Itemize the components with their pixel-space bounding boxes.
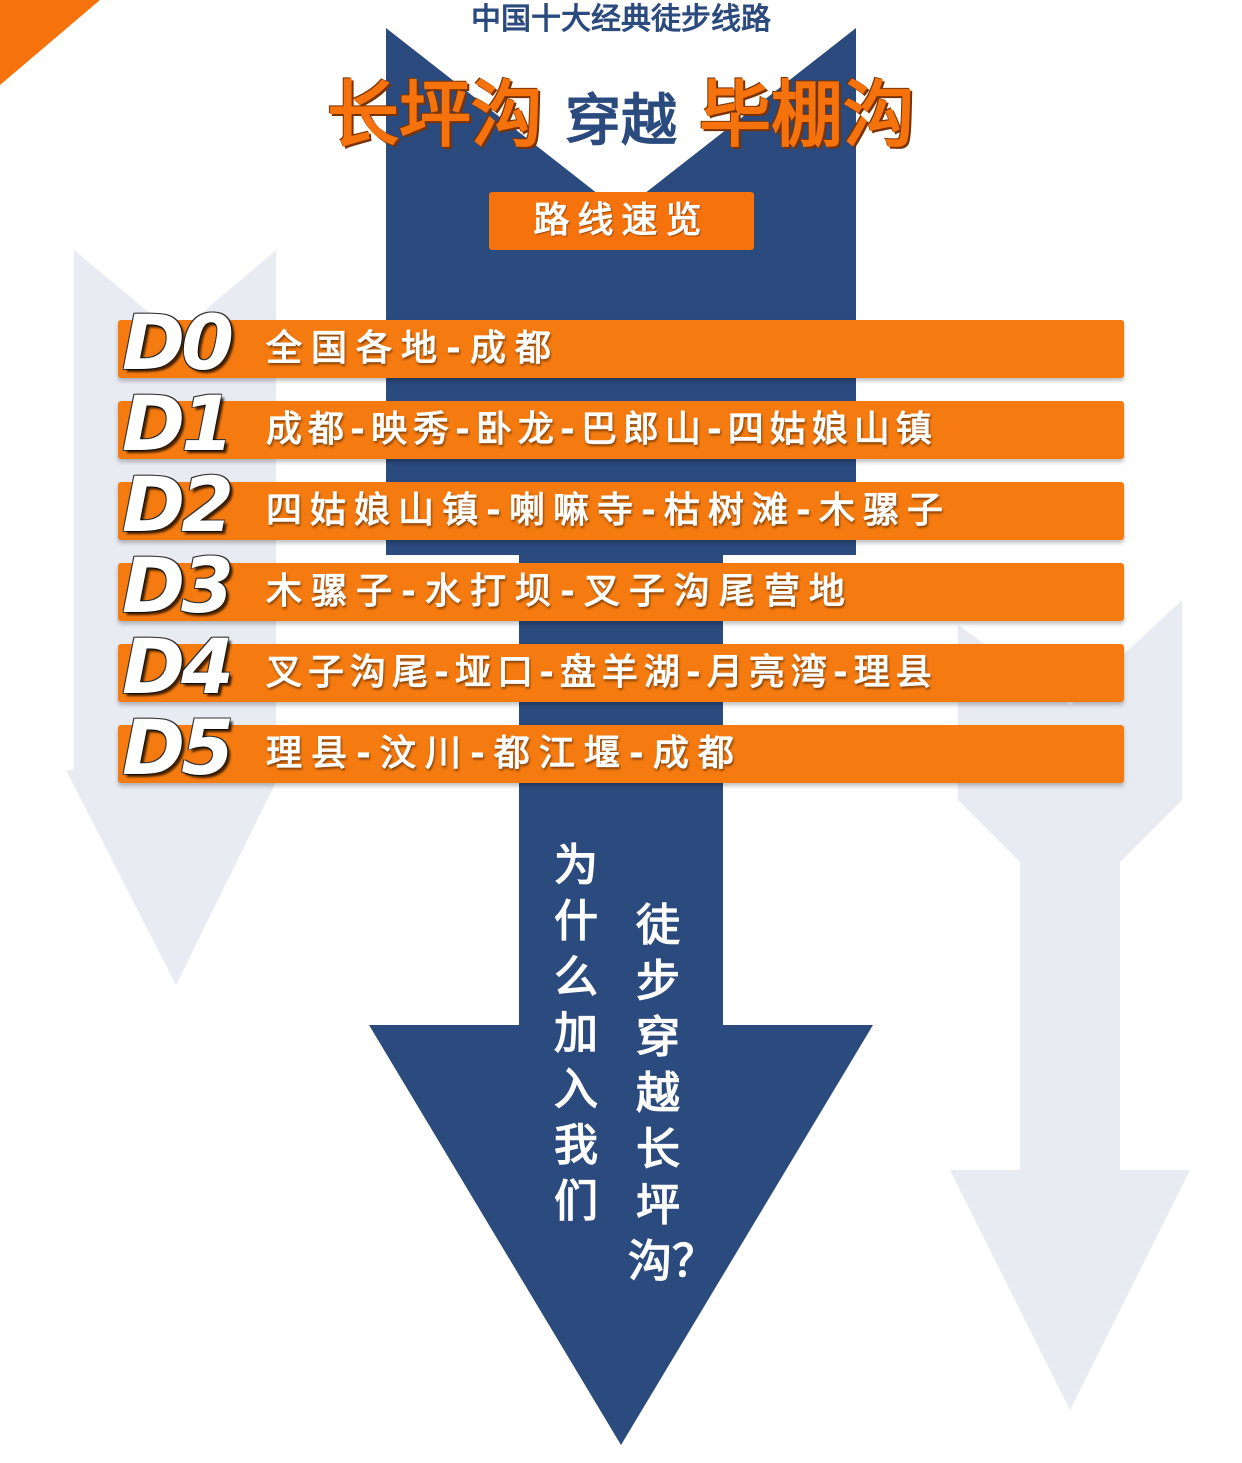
itinerary-row-d1: D1 成都-映秀-卧龙-巴郎山-四姑娘山镇 bbox=[118, 379, 1124, 468]
question-line-left: 为什么加入我们 bbox=[554, 840, 598, 1227]
day-route: 成都-映秀-卧龙-巴郎山-四姑娘山镇 bbox=[266, 409, 938, 450]
itinerary-bar bbox=[118, 320, 1124, 378]
title-start-point: 长坪沟 bbox=[326, 73, 543, 157]
itinerary-bar bbox=[118, 644, 1124, 702]
page-subtitle: 中国十大经典徒步线路 bbox=[471, 2, 771, 37]
itinerary-bar bbox=[118, 563, 1124, 621]
itinerary-bar bbox=[118, 482, 1124, 540]
page-title: 长坪沟穿越毕棚沟 bbox=[0, 70, 1242, 180]
itinerary-row-d2: D2 四姑娘山镇-喇嘛寺-枯树滩-木骡子 bbox=[118, 460, 1124, 549]
route-overview-badge: 路线速览 bbox=[489, 192, 754, 250]
day-route: 四姑娘山镇-喇嘛寺-枯树滩-木骡子 bbox=[266, 490, 951, 531]
question-line-right: 徒步穿越长坪沟？ bbox=[628, 900, 716, 1287]
day-route: 全国各地-成都 bbox=[266, 328, 560, 369]
pale-arrow-right bbox=[950, 600, 1190, 1410]
day-code: D0 bbox=[122, 298, 234, 387]
day-route: 理县-汶川-都江堰-成都 bbox=[266, 733, 743, 774]
title-connector: 穿越 bbox=[565, 89, 677, 154]
day-route: 叉子沟尾-垭口-盘羊湖-月亮湾-理县 bbox=[266, 652, 938, 693]
itinerary-row-d0: D0 全国各地-成都 bbox=[118, 298, 1124, 387]
day-code: D4 bbox=[122, 622, 234, 711]
day-code: D1 bbox=[122, 379, 234, 468]
day-code: D2 bbox=[122, 460, 234, 549]
corner-accent bbox=[0, 0, 100, 85]
day-code: D3 bbox=[122, 541, 234, 630]
day-code: D5 bbox=[122, 703, 234, 792]
itinerary-row-d4: D4 叉子沟尾-垭口-盘羊湖-月亮湾-理县 bbox=[118, 622, 1124, 711]
itinerary-bar bbox=[118, 725, 1124, 783]
title-end-point: 毕棚沟 bbox=[699, 73, 916, 157]
itinerary-bar bbox=[118, 401, 1124, 459]
itinerary-row-d3: D3 木骡子-水打坝-叉子沟尾营地 bbox=[118, 541, 1124, 630]
itinerary-row-d5: D5 理县-汶川-都江堰-成都 bbox=[118, 703, 1124, 792]
day-route: 木骡子-水打坝-叉子沟尾营地 bbox=[266, 571, 854, 612]
